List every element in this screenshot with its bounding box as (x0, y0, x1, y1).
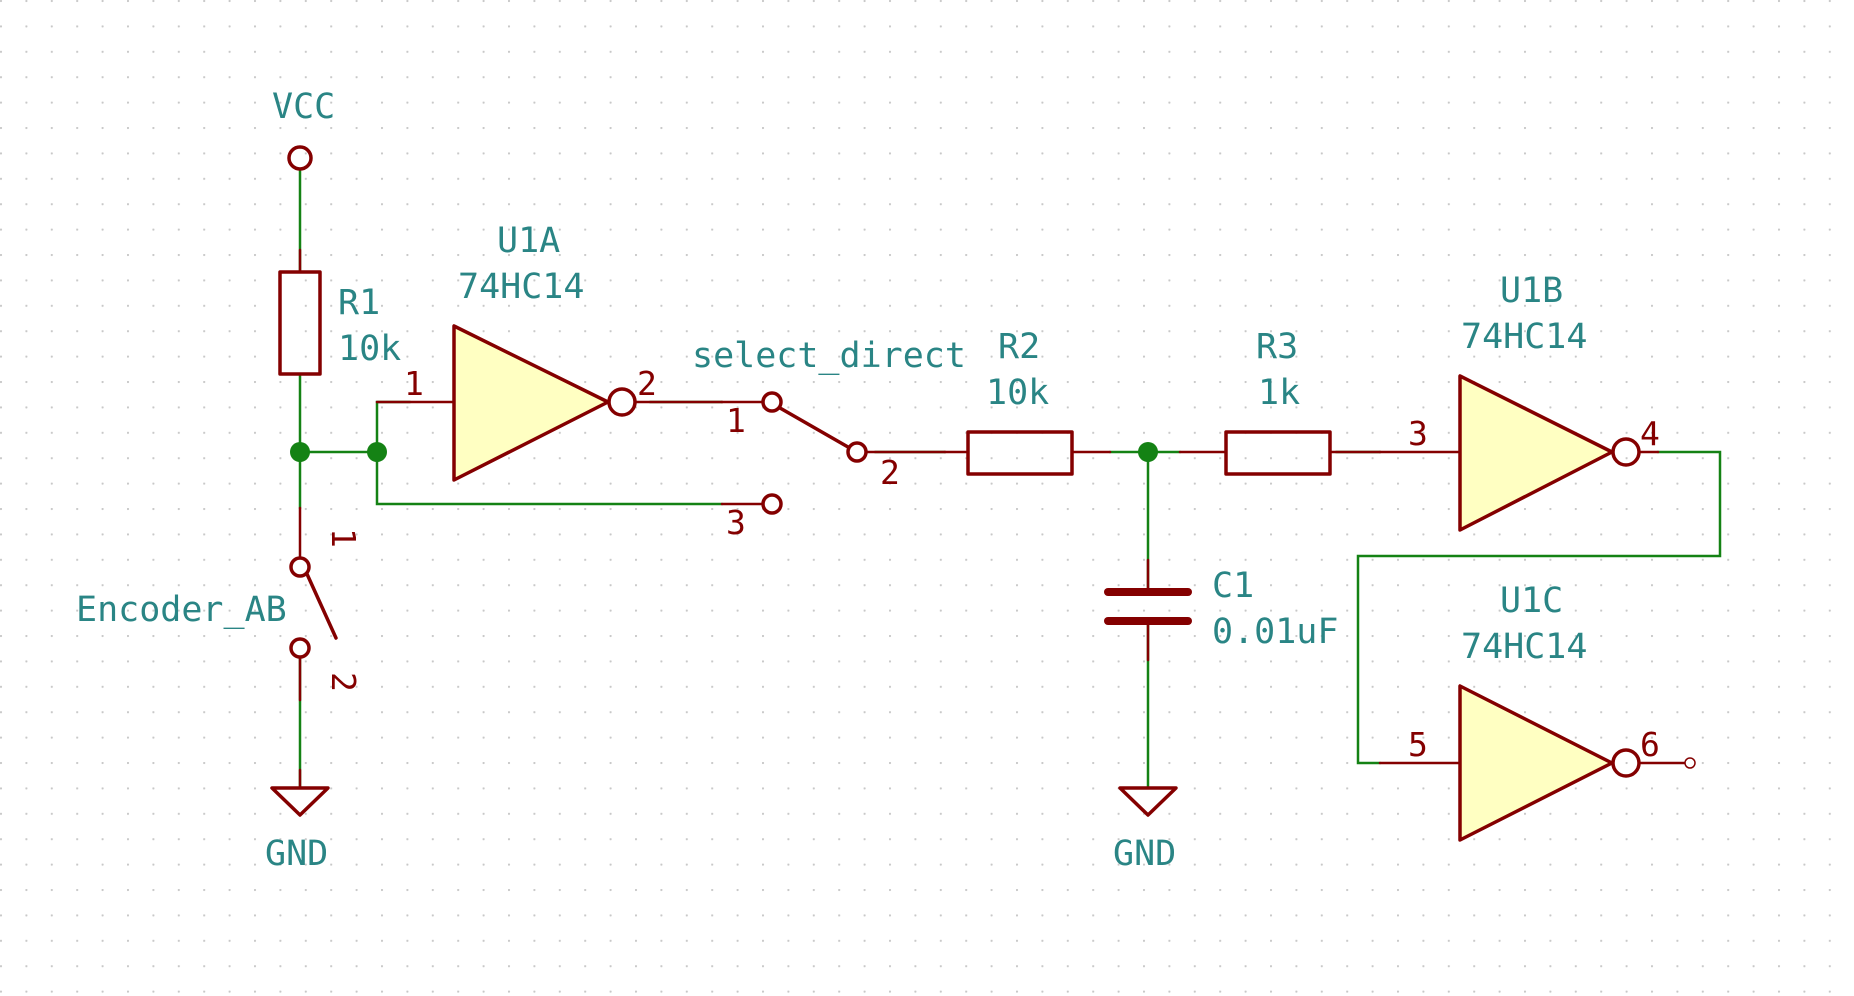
select-contact-3 (761, 493, 783, 515)
gnd-symbol-left: GND (265, 768, 330, 874)
r3-ref: R3 (1256, 327, 1298, 367)
u1a-ref: U1A (497, 221, 560, 261)
u1b-value: 74HC14 (1461, 317, 1587, 357)
wire-u1b-u1c (1356, 450, 1722, 765)
u1b-pin-in: 3 (1408, 414, 1428, 453)
resistor-r2: R2 10k (943, 327, 1112, 476)
r2-ref: R2 (998, 327, 1040, 367)
u1c-ref: U1C (1500, 581, 1563, 621)
encoder-lever (305, 572, 338, 640)
inverter-u1b: 3 4 U1B 74HC14 (1378, 271, 1660, 532)
vcc-symbol: VCC (272, 87, 335, 171)
select-pin1-number: 1 (726, 401, 746, 440)
u1b-ref: U1B (1500, 271, 1563, 311)
gnd-right-label: GND (1113, 834, 1176, 874)
gnd-left-triangle (270, 786, 330, 817)
r1-value: 10k (338, 329, 401, 369)
u1c-pin-out: 6 (1640, 725, 1660, 764)
u1a-value: 74HC14 (458, 267, 584, 307)
junctions (290, 442, 1158, 462)
u1b-pin-out: 4 (1640, 414, 1660, 453)
resistor-r3: R3 1k (1178, 327, 1382, 476)
gnd-symbol-right: GND (1113, 786, 1178, 874)
select-pin2-number: 2 (880, 453, 900, 492)
c1-ref: C1 (1212, 566, 1254, 606)
u1a-triangle (452, 324, 610, 482)
select-contact-2 (846, 441, 868, 463)
r1-ref: R1 (338, 283, 380, 323)
c1-value: 0.01uF (1212, 612, 1338, 652)
u1c-pin-in: 5 (1408, 725, 1428, 764)
inverter-u1c: 5 6 U1C 74HC14 (1378, 581, 1696, 842)
vcc-label: VCC (272, 87, 335, 127)
r2-value: 10k (986, 373, 1049, 413)
encoder-switch: 1 2 Encoder_AB (76, 506, 363, 702)
select-pin3-number: 3 (726, 503, 746, 542)
junction-dot (290, 442, 310, 462)
u1c-open-end (1684, 757, 1696, 769)
u1c-triangle (1458, 684, 1614, 842)
encoder-pin1-number: 1 (324, 528, 363, 548)
junction-dot (367, 442, 387, 462)
encoder-ref: Encoder_AB (76, 590, 287, 630)
capacitor-c1: C1 0.01uF (1104, 558, 1338, 662)
select-switch: 1 2 3 select_direct (692, 336, 966, 542)
wire-to-select-pin3 (375, 450, 724, 506)
u1c-value: 74HC14 (1461, 627, 1587, 667)
u1a-pin-in: 1 (404, 364, 424, 403)
r3-value: 1k (1258, 373, 1300, 413)
select-lever (778, 406, 850, 449)
gnd-right-triangle (1118, 786, 1178, 817)
r1-body (278, 270, 322, 376)
gnd-left-label: GND (265, 834, 328, 874)
vcc-terminal (287, 145, 313, 171)
inverter-u1a: 1 2 U1A 74HC14 (375, 221, 724, 482)
select-contact-1 (761, 391, 783, 413)
select-ref: select_direct (692, 336, 966, 376)
u1a-pin-out: 2 (637, 364, 657, 403)
junction-dot (1138, 442, 1158, 462)
encoder-pin2-number: 2 (324, 672, 363, 692)
u1b-triangle (1458, 374, 1614, 532)
resistor-r1: R1 10k (278, 248, 401, 376)
